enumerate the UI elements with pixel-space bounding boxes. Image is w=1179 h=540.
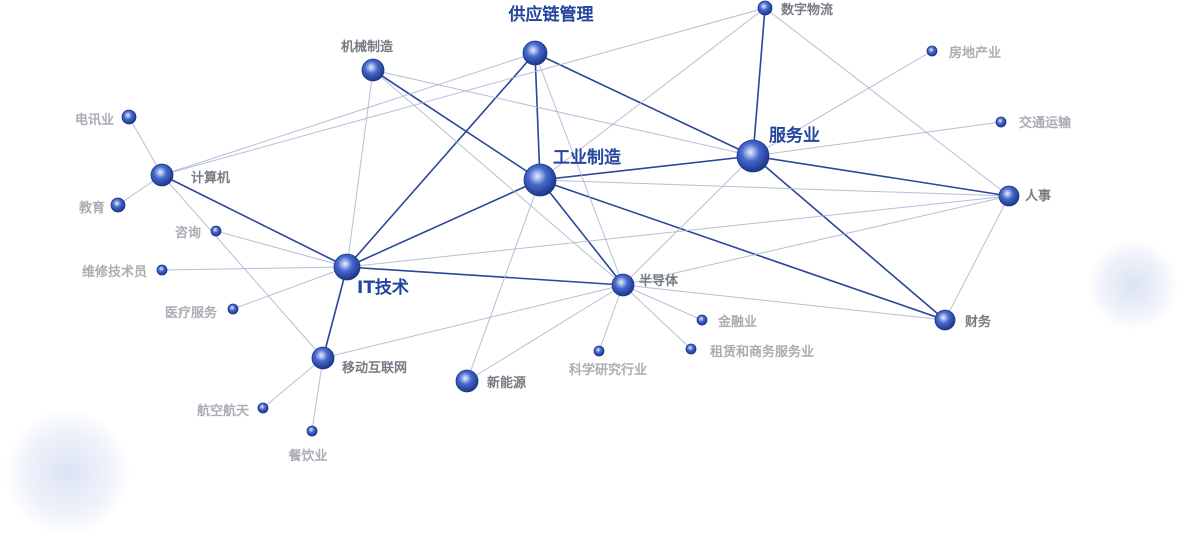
edge-industrial-it (346, 179, 541, 268)
node-hr[interactable] (998, 185, 1020, 207)
edge-industrial-hr (539, 179, 1010, 197)
nodes-layer (110, 0, 1020, 437)
edge-service-realestate (752, 50, 933, 157)
node-label-mobile: 移动互联网 (342, 360, 407, 376)
edge-medical-it (232, 266, 348, 310)
node-maintenance[interactable] (156, 264, 168, 276)
node-label-hr: 人事 (1025, 188, 1051, 204)
node-label-service: 服务业 (769, 125, 820, 146)
edge-service-finance (752, 155, 946, 321)
node-label-newenergy: 新能源 (487, 375, 526, 391)
node-supply[interactable] (522, 40, 548, 66)
node-label-supply: 供应链管理 (508, 4, 594, 25)
edge-supply-semiconductor (534, 52, 624, 286)
edge-computer-mobile (161, 174, 324, 359)
node-semiconductor[interactable] (611, 273, 635, 297)
node-label-industrial: 工业制造 (553, 147, 622, 168)
node-industrial[interactable] (523, 163, 557, 197)
edge-semiconductor-leasing (622, 284, 692, 350)
edge-industrial-finance (539, 179, 946, 321)
edge-semiconductor-banking (622, 284, 703, 321)
node-service[interactable] (736, 139, 770, 173)
node-label-research: 科学研究行业 (569, 362, 647, 378)
node-transport[interactable] (995, 116, 1007, 128)
edge-industrial-service (539, 155, 754, 181)
node-label-consulting: 咨询 (175, 225, 201, 241)
node-medical[interactable] (227, 303, 239, 315)
node-label-banking: 金融业 (717, 314, 757, 330)
node-telecom[interactable] (121, 109, 137, 125)
edge-mobile-catering (311, 357, 324, 432)
edge-it-mobile (322, 266, 348, 359)
node-label-telecom: 电讯业 (75, 112, 114, 128)
node-label-leasing: 租赁和商务服务业 (710, 344, 814, 360)
node-research[interactable] (593, 345, 605, 357)
edge-machinery-industrial (372, 69, 541, 181)
edge-machinery-semiconductor (372, 69, 624, 286)
edge-semiconductor-newenergy (466, 284, 624, 382)
edge-machinery-service (372, 69, 754, 157)
node-consulting[interactable] (210, 225, 222, 237)
edge-semiconductor-finance (622, 284, 946, 321)
node-label-machinery: 机械制造 (341, 39, 394, 55)
edge-service-semiconductor (622, 155, 754, 286)
edge-maintenance-it (161, 266, 348, 271)
edge-consulting-it (215, 230, 348, 268)
decorative-glow-left (5, 410, 130, 535)
edge-industrial-semiconductor (539, 179, 624, 286)
edge-hr-finance (944, 195, 1010, 321)
node-label-semiconductor: 半导体 (639, 273, 679, 289)
node-label-computer: 计算机 (191, 170, 230, 186)
node-finance[interactable] (934, 309, 956, 331)
node-logistics[interactable] (757, 0, 773, 16)
decorative-glow-right (1088, 240, 1178, 330)
node-catering[interactable] (306, 425, 318, 437)
edge-it-hr (346, 195, 1010, 268)
node-label-medical: 医疗服务 (165, 305, 218, 321)
edge-industrial-newenergy (466, 179, 541, 382)
edge-supply-industrial (534, 52, 541, 181)
node-leasing[interactable] (685, 343, 697, 355)
node-label-aerospace: 航空航天 (197, 403, 250, 419)
edge-it-semiconductor (346, 266, 624, 286)
node-label-finance: 财务 (965, 314, 992, 330)
edge-service-hr (752, 155, 1010, 197)
edge-supply-computer (161, 52, 536, 176)
node-label-transport: 交通运输 (1019, 115, 1072, 131)
node-label-logistics: 数字物流 (781, 2, 833, 18)
node-education[interactable] (110, 197, 126, 213)
node-aerospace[interactable] (257, 402, 269, 414)
edge-logistics-hr (764, 7, 1010, 197)
edge-logistics-computer (161, 7, 766, 176)
edge-mobile-aerospace (262, 357, 324, 409)
edges-layer (117, 7, 1010, 432)
edge-service-transport (752, 121, 1002, 157)
node-label-education: 教育 (78, 200, 105, 216)
node-label-realestate: 房地产业 (949, 45, 1001, 61)
edge-supply-service (534, 52, 754, 157)
node-mobile[interactable] (311, 346, 335, 370)
edge-semiconductor-hr (622, 195, 1010, 286)
node-computer[interactable] (150, 163, 174, 187)
node-label-maintenance: 维修技术员 (82, 264, 147, 280)
edge-semiconductor-research (598, 284, 624, 352)
edge-semiconductor-mobile (322, 284, 624, 359)
node-realestate[interactable] (926, 45, 938, 57)
edge-logistics-industrial (539, 7, 766, 181)
edge-computer-it (161, 174, 348, 268)
node-label-it: IT技术 (357, 277, 409, 298)
edge-logistics-service (752, 7, 766, 157)
node-label-catering: 餐饮业 (287, 448, 327, 464)
node-it[interactable] (333, 253, 361, 281)
edge-supply-it (346, 52, 536, 268)
node-newenergy[interactable] (455, 369, 479, 393)
edge-machinery-it (346, 69, 374, 268)
node-banking[interactable] (696, 314, 708, 326)
node-machinery[interactable] (361, 58, 385, 82)
